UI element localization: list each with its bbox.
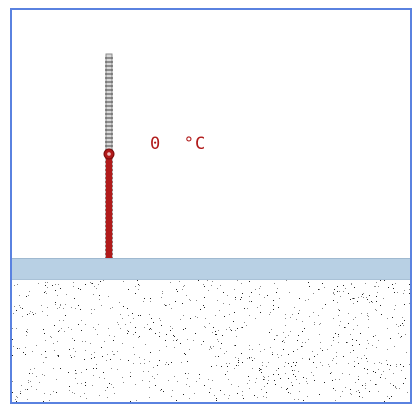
mercury-column	[106, 154, 112, 288]
temperature-unit: °C	[183, 134, 207, 154]
temperature-value: 0	[150, 134, 162, 154]
thermometer[interactable]	[12, 10, 412, 404]
temperature-readout: 0 °C	[150, 134, 206, 154]
simulation-frame: 0 °C	[10, 8, 412, 404]
water-surface	[12, 258, 410, 280]
sand-ground	[12, 280, 410, 402]
